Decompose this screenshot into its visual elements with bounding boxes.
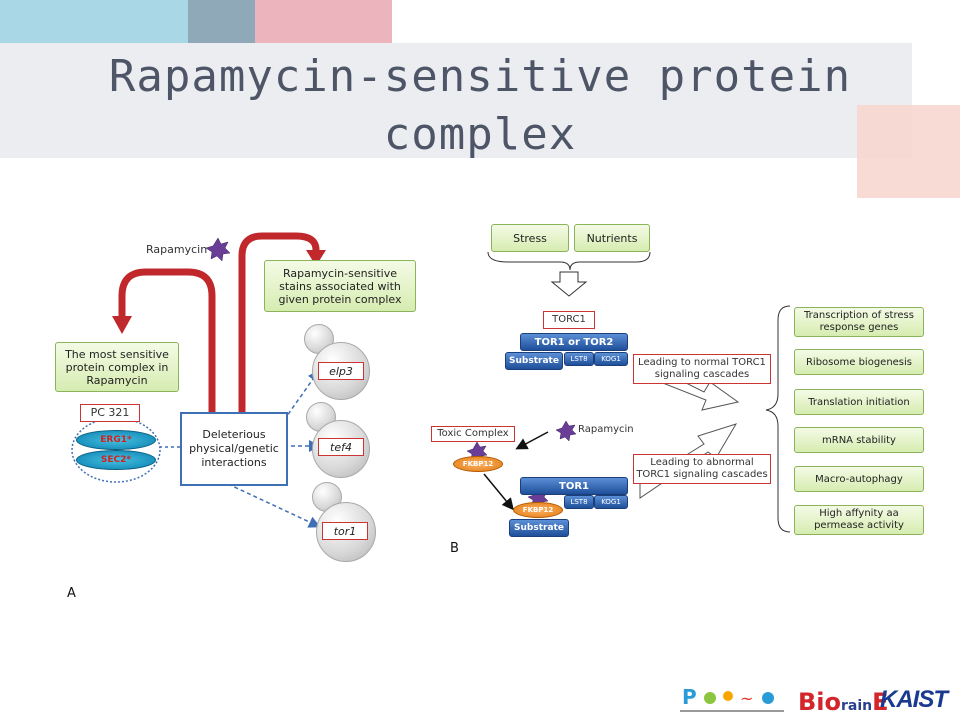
kog1-box-top: KOG1 <box>594 352 628 366</box>
tor1-or-tor2-box: TOR1 or TOR2 <box>520 333 628 351</box>
leading-normal-box: Leading to normal TORC1 signaling cascad… <box>633 354 771 384</box>
fkbp12-bound: FKBP12 <box>513 502 563 518</box>
rapamycin-label-b: Rapamycin <box>578 424 634 435</box>
deco-block-salmon <box>857 105 960 198</box>
substrate-box-top: Substrate <box>505 352 563 370</box>
gene-label-elp3: elp3 <box>318 362 364 380</box>
pc-label: PC 321 <box>80 404 140 422</box>
panel-a-label: A <box>67 586 76 601</box>
output-translation: Translation initiation <box>794 389 924 415</box>
sec2-ellipse: SEC2* <box>76 450 156 470</box>
output-autophagy: Macro-autophagy <box>794 466 924 492</box>
rapamycin-molecule-icon-a <box>205 237 231 262</box>
panel-b-label: B <box>450 541 459 556</box>
dashed-arrow-elp3 <box>283 369 320 421</box>
fkbp12-toxic: FKBP12 <box>453 456 503 472</box>
stress-box: Stress <box>491 224 569 252</box>
red-arrowhead-left <box>112 316 132 334</box>
bioe-logo-rain: rain <box>841 698 873 714</box>
lst8-box-bottom: LST8 <box>564 495 594 509</box>
dashed-arrow-tor1 <box>227 483 321 528</box>
pbi-logo: P ~ <box>680 685 784 712</box>
svg-text:P: P <box>682 685 697 709</box>
output-mrna: mRNA stability <box>794 427 924 453</box>
brace-outputs <box>765 305 791 533</box>
output-transcription: Transcription of stress response genes <box>794 307 924 337</box>
gene-label-tef4: tef4 <box>318 438 364 456</box>
torc1-label: TORC1 <box>543 311 595 329</box>
red-arrow-left <box>118 268 216 412</box>
brace-inputs <box>487 251 651 271</box>
kaist-logo: KAIST <box>880 686 948 713</box>
tor1-box: TOR1 <box>520 477 628 495</box>
bioe-logo-bio: Bio <box>798 688 842 716</box>
title-band <box>0 43 912 158</box>
arrow-rapamycin-to-toxic <box>515 431 549 450</box>
gene-label-tor1: tor1 <box>322 522 368 540</box>
arrow-fkbp12-to-tor1 <box>483 473 514 511</box>
most-sensitive-box: The most sensitive protein complex in Ra… <box>55 342 179 392</box>
page-title: Rapamycin-sensitive protein complex <box>108 51 852 160</box>
rapamycin-label-a: Rapamycin <box>146 243 208 256</box>
red-arrowhead-right <box>306 250 326 266</box>
bioe-logo-e: E <box>872 688 889 716</box>
deleterious-box: Deleterious physical/genetic interaction… <box>180 412 288 486</box>
output-permease: High affynity aa permease activity <box>794 505 924 535</box>
stains-box: Rapamycin-sensitive stains associated wi… <box>264 260 416 312</box>
lst8-box-top: LST8 <box>564 352 594 366</box>
erg1-ellipse: ERG1* <box>76 430 156 450</box>
kog1-box-bottom: KOG1 <box>594 495 628 509</box>
bioe-logo: BiorainE <box>798 688 889 720</box>
svg-text:~: ~ <box>740 689 753 708</box>
output-ribosome: Ribosome biogenesis <box>794 349 924 375</box>
toxic-complex-label: Toxic Complex <box>431 426 515 442</box>
complex-dashed-ellipse <box>71 417 161 483</box>
leading-abnormal-box: Leading to abnormal TORC1 signaling casc… <box>633 454 771 484</box>
red-arrow-right <box>238 232 320 412</box>
hollow-down-arrow <box>550 271 588 297</box>
rapamycin-molecule-icon-b <box>555 420 577 442</box>
nutrients-box: Nutrients <box>574 224 650 252</box>
substrate-box-bottom: Substrate <box>509 519 569 537</box>
